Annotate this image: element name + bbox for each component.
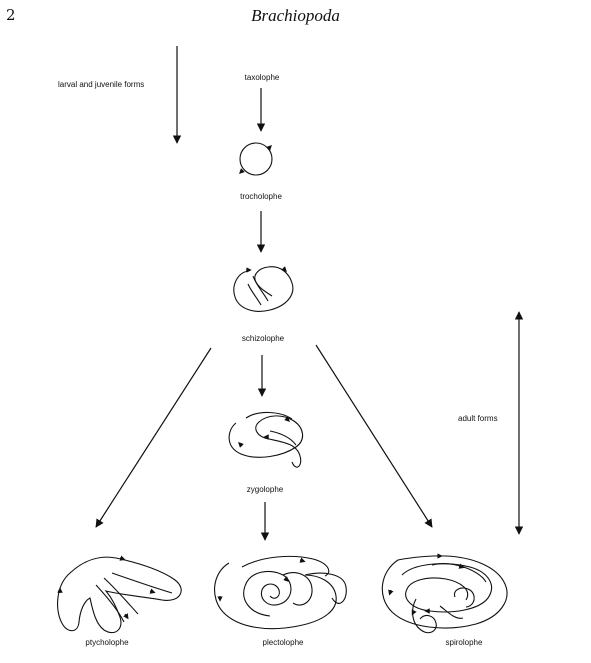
plectolophe-figure: [214, 555, 347, 630]
taxolophe-label: taxolophe: [244, 73, 280, 82]
trocholophe-figure: [239, 142, 273, 176]
ptycholophe-label: ptycholophe: [85, 638, 129, 647]
trocholophe-label: trocholophe: [240, 192, 282, 201]
larval-juvenile-label: larval and juvenile forms: [58, 80, 145, 89]
plectolophe-label: plectolophe: [262, 638, 304, 647]
running-title: Brachiopoda: [251, 6, 340, 25]
page-number: 2: [6, 6, 16, 24]
spirolophe-label: spirolophe: [445, 638, 483, 647]
arrow-schizolophe-ptycholophe: [95, 347, 212, 528]
ptycholophe-figure: [57, 555, 182, 634]
schizolophe-figure: [233, 266, 294, 312]
adult-forms-label: adult forms: [458, 414, 498, 423]
spirolophe-figure: [381, 553, 508, 634]
zygolophe-label: zygolophe: [246, 485, 284, 494]
schizolophe-label: schizolophe: [241, 334, 285, 343]
zygolophe-figure: [228, 411, 304, 468]
arrow-schizolophe-spirolophe: [315, 344, 433, 528]
